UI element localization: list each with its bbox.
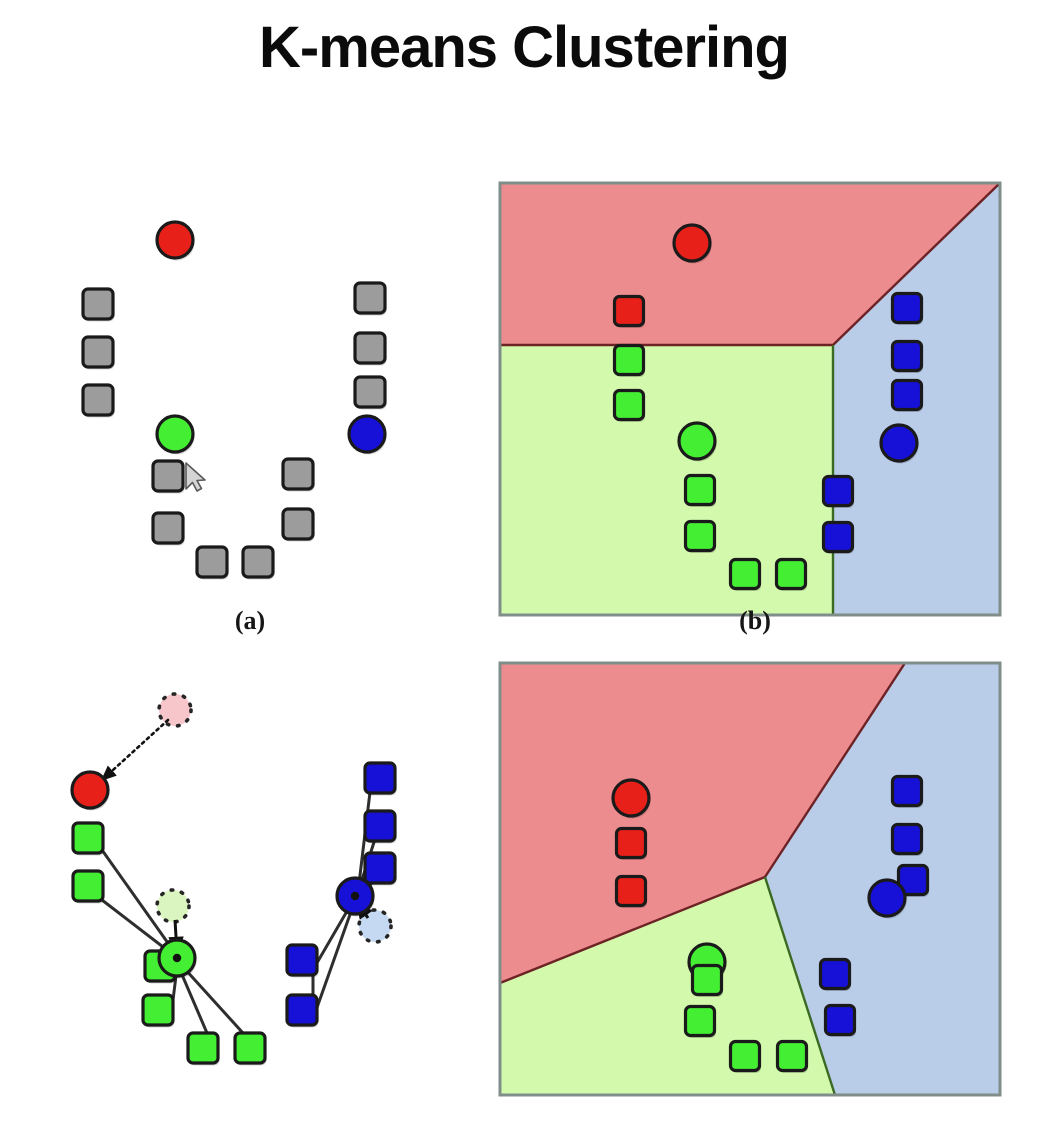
red-blue-boundary — [763, 662, 907, 878]
data-point-square-red — [614, 826, 648, 860]
panel-d-data-points — [611, 774, 930, 1073]
data-point-square-green — [728, 557, 762, 591]
data-point-square-gray — [81, 383, 115, 418]
red-green-boundary — [499, 875, 766, 985]
panel-a-initial-centroids — [81, 220, 387, 580]
data-point-square-green — [141, 993, 175, 1028]
data-point-square-green — [233, 1031, 267, 1066]
panel-b-region-fills — [500, 183, 1000, 615]
centroid-circle-blue — [867, 878, 907, 919]
centroid-circle-green — [157, 938, 197, 979]
data-point-square-blue — [890, 774, 924, 808]
data-point-square-blue — [821, 474, 855, 508]
data-point-square-green — [71, 821, 105, 856]
red-blue-boundary — [832, 182, 1001, 346]
red-region — [500, 663, 905, 983]
data-point-square-blue — [890, 339, 924, 373]
data-point-square-green — [683, 473, 717, 507]
data-point-square-green — [690, 963, 724, 997]
green-region — [500, 345, 833, 615]
panel-c-move-arrows — [100, 718, 373, 955]
data-point-square-gray — [353, 331, 387, 366]
panel-b-frame — [498, 181, 1002, 617]
data-point-square-green — [186, 1031, 220, 1066]
panel-b-voronoi-initial — [498, 181, 1002, 617]
panel-b-caption: (b) — [739, 606, 771, 635]
data-point-square-gray — [195, 545, 229, 580]
old-green-centroid — [155, 888, 191, 924]
panel-c-data-points — [71, 761, 397, 1066]
panel-d-voronoi-updated — [498, 661, 1002, 1097]
data-point-square-green — [774, 557, 808, 591]
data-point-square-red — [612, 294, 646, 328]
data-point-square-blue — [823, 1003, 857, 1037]
data-point-square-blue — [890, 291, 924, 325]
centroid-circle-red — [155, 220, 195, 261]
data-point-square-gray — [353, 281, 387, 316]
panel-c-centroid-update — [70, 692, 397, 1066]
data-point-square-blue — [890, 378, 924, 412]
data-point-square-green — [683, 1004, 717, 1038]
centroid-circle-red — [672, 223, 712, 264]
data-point-square-green — [612, 343, 646, 377]
data-point-square-gray — [151, 511, 185, 546]
data-point-square-blue — [821, 520, 855, 554]
membership-link — [312, 904, 352, 970]
panel-d-frame — [498, 661, 1002, 1097]
panel-b-data-points — [612, 223, 924, 591]
panel-a-data-points — [81, 281, 387, 580]
green-blue-boundary — [763, 876, 837, 1096]
panel-a-centroid-markers — [155, 220, 387, 455]
data-point-square-green — [728, 1039, 762, 1073]
panel-d-region-boundaries — [499, 662, 907, 1096]
centroid-circle-green — [677, 421, 717, 462]
mouse-pointer-icon — [185, 462, 206, 492]
data-point-square-blue — [818, 957, 852, 991]
membership-link — [356, 790, 372, 894]
data-point-square-gray — [353, 375, 387, 410]
data-point-square-green — [71, 869, 105, 904]
data-point-square-green — [683, 519, 717, 553]
data-point-square-blue — [363, 761, 397, 796]
centroid-circle-green — [155, 414, 195, 455]
page-title: K-means Clustering — [259, 15, 790, 80]
centroid-circle-blue — [347, 414, 387, 455]
panel-c-centroid-markers — [70, 770, 375, 979]
data-point-square-gray — [281, 457, 315, 492]
data-point-square-green — [775, 1039, 809, 1073]
data-point-square-blue — [285, 943, 319, 978]
data-point-square-green — [612, 388, 646, 422]
data-point-square-red — [614, 874, 648, 908]
centroid-circle-red — [70, 770, 110, 811]
old-red-centroid — [157, 692, 193, 728]
data-point-square-gray — [241, 545, 275, 580]
panel-a-caption: (a) — [234, 606, 266, 635]
data-point-square-blue — [363, 851, 397, 886]
data-point-square-gray — [81, 287, 115, 322]
membership-link — [312, 904, 355, 1018]
data-point-square-gray — [151, 459, 185, 494]
data-point-square-gray — [281, 507, 315, 542]
data-point-square-blue — [890, 822, 924, 856]
data-point-square-blue — [896, 863, 930, 897]
centroid-circle-red — [611, 778, 651, 819]
data-point-square-gray — [81, 335, 115, 370]
centroid-circle-blue — [879, 423, 919, 464]
data-point-square-blue — [363, 809, 397, 844]
red-centroid-move-arrow — [100, 718, 170, 782]
data-point-square-blue — [285, 993, 319, 1028]
